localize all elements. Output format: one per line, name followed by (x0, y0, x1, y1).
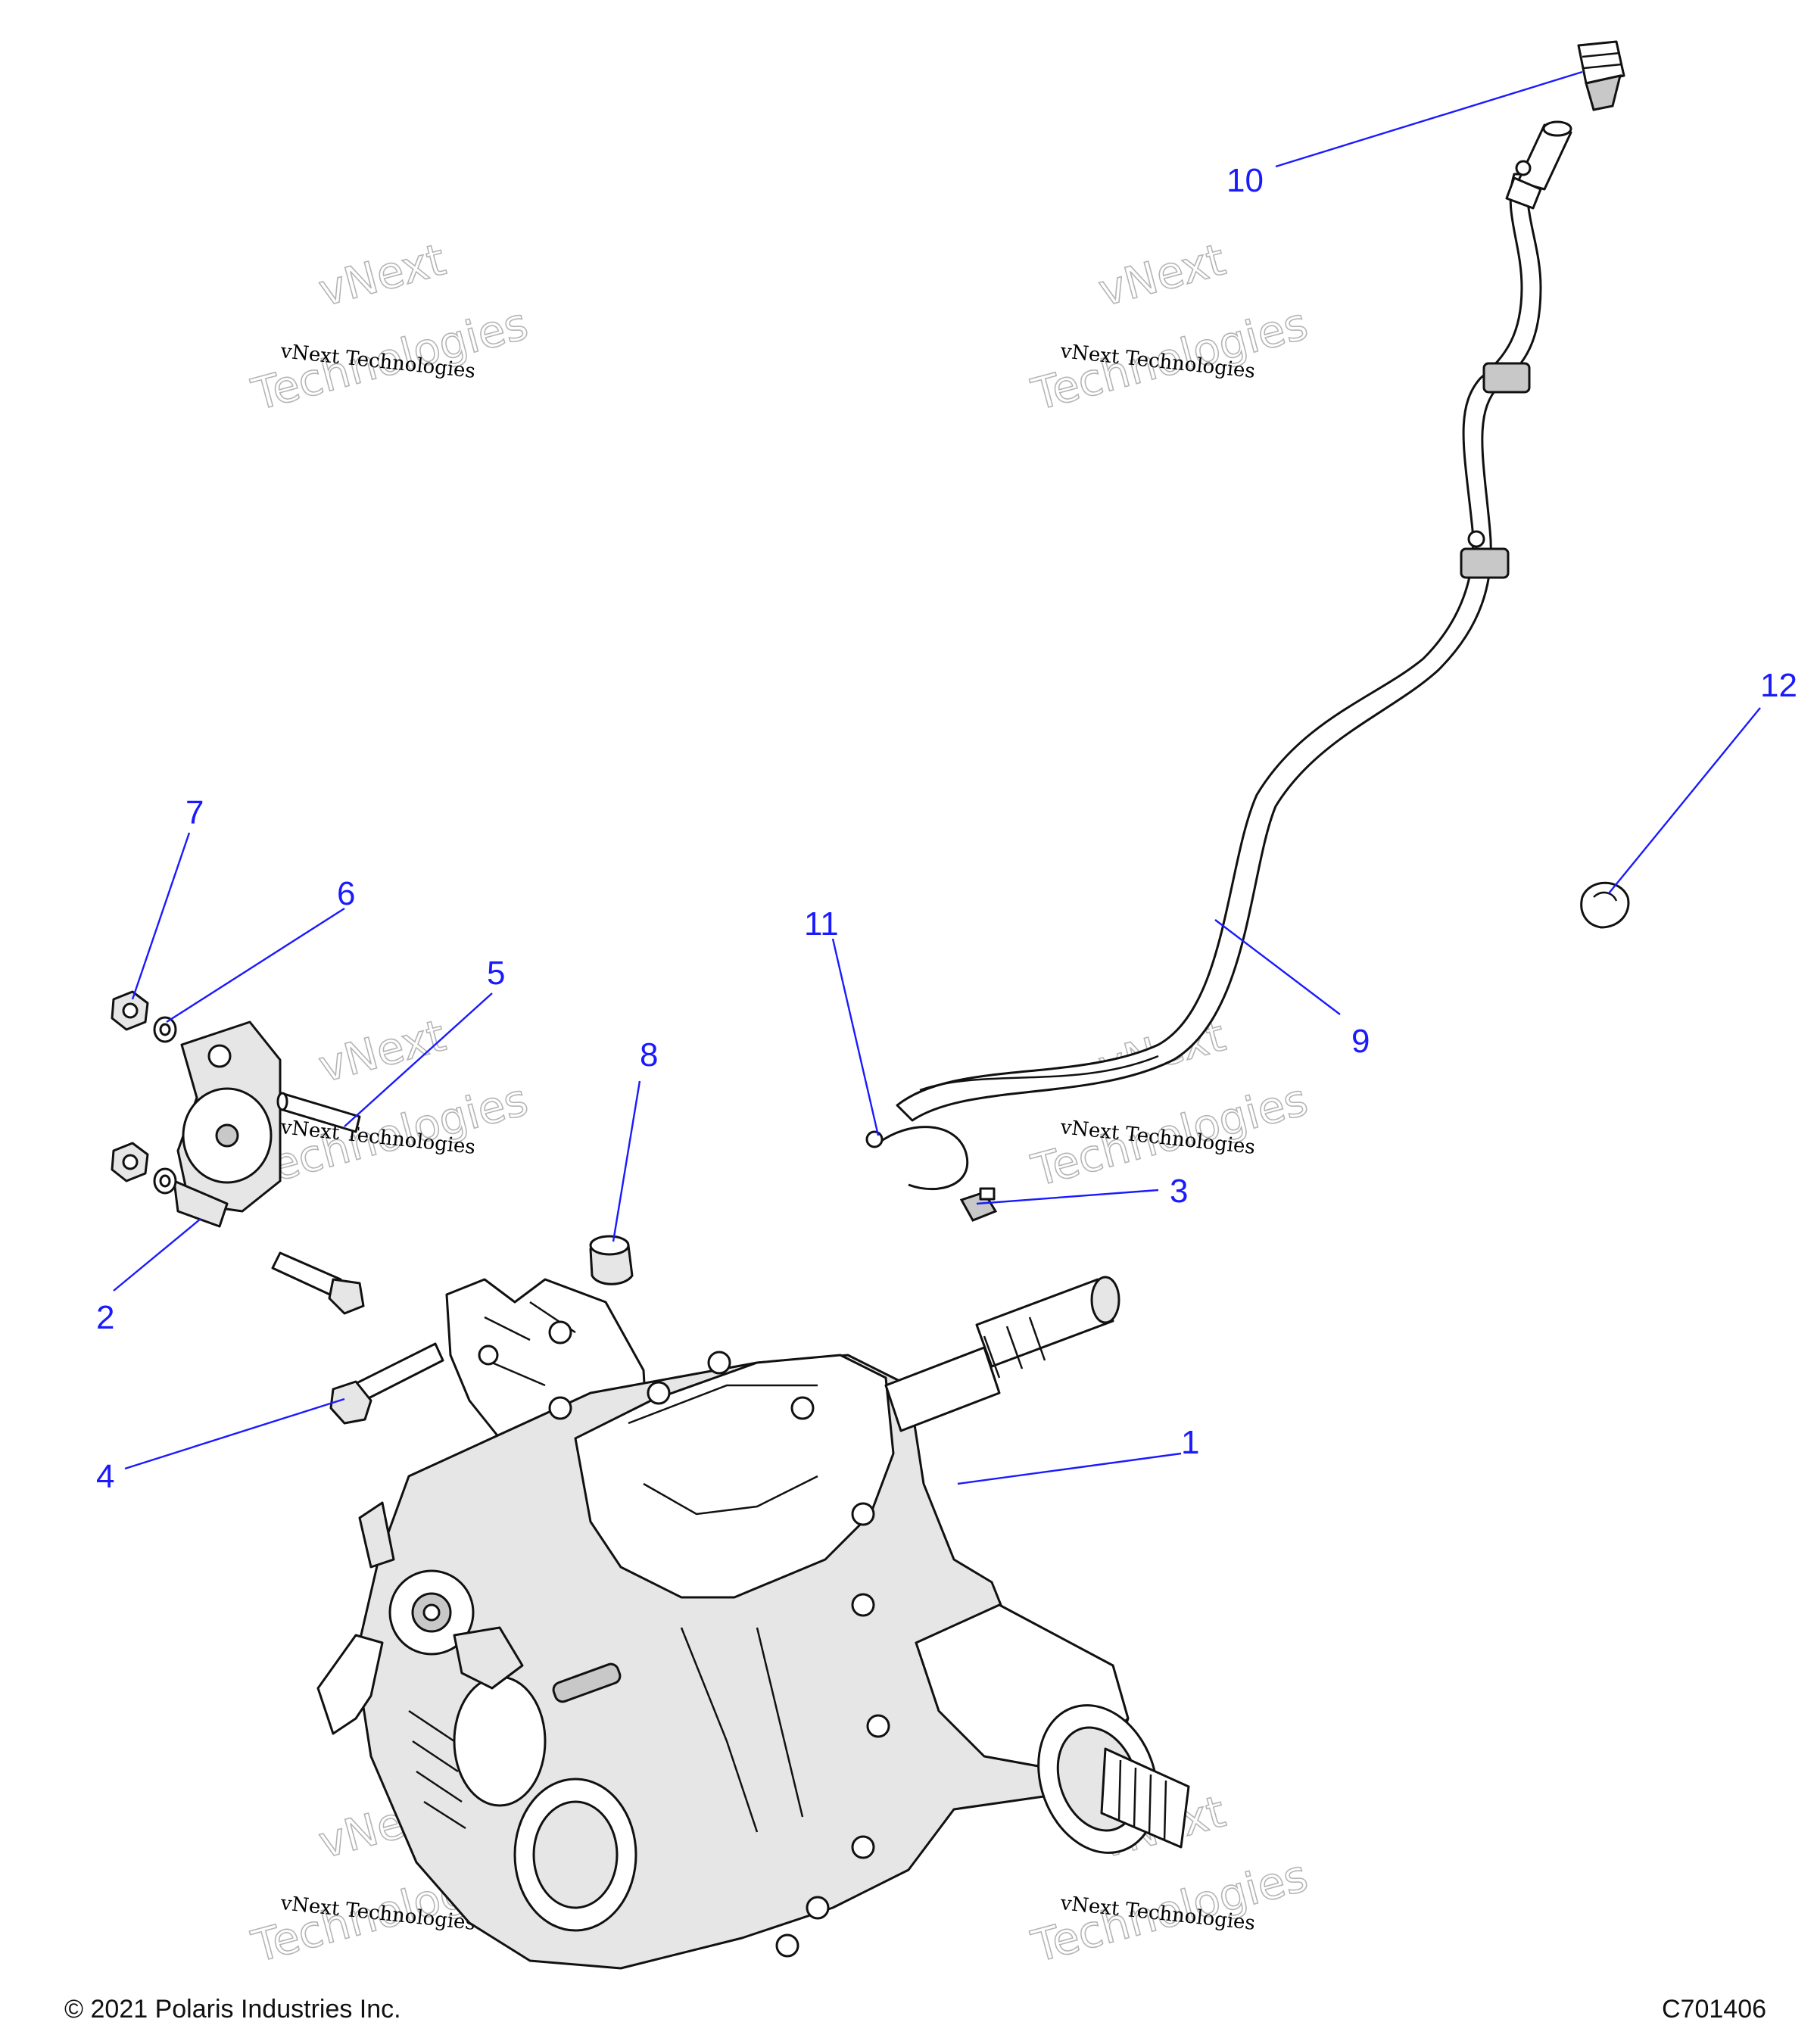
washer-lower (153, 1167, 177, 1195)
callout-6: 6 (337, 875, 355, 912)
leader-line-11 (831, 938, 880, 1136)
copyright-text: © 2021 Polaris Industries Inc. (64, 1995, 401, 2024)
nut-7 (111, 990, 149, 1031)
leader-line-7 (131, 832, 191, 1000)
grommet-8 (589, 1235, 634, 1285)
leader-line-1 (957, 1452, 1182, 1485)
shift-lever (316, 1501, 524, 1735)
stud-5 (276, 1092, 361, 1133)
bolt-4 (329, 1342, 444, 1425)
leader-line-10 (1275, 70, 1583, 168)
watermark-logo-text: vNext (313, 1009, 450, 1092)
callout-8: 8 (640, 1036, 658, 1073)
nut-lower (111, 1142, 149, 1182)
transmission (316, 1276, 1190, 1970)
leader-line-2 (113, 1218, 201, 1292)
leader-line-4 (124, 1397, 345, 1470)
callout-2: 2 (96, 1299, 114, 1336)
leader-line-6 (166, 907, 345, 1024)
callout-numbers: 1 2 3 4 5 6 7 8 9 10 11 12 (96, 162, 1797, 1495)
hose-clip-12 (1580, 881, 1630, 929)
washer-6 (153, 1016, 177, 1043)
vent-hose (896, 173, 1542, 1122)
diagram-id: C701406 (1662, 1995, 1766, 2024)
callout-3: 3 (1170, 1173, 1188, 1210)
hose-clip (865, 1126, 968, 1191)
watermark: vNext Technologies (1026, 1009, 1314, 1198)
leader-line-8 (612, 1080, 641, 1242)
leader-line-3 (976, 1189, 1159, 1205)
watermark-logo-text: vNext (313, 233, 450, 316)
callout-11: 11 (804, 905, 839, 943)
small-fitting (959, 1187, 998, 1222)
breather-cap (1577, 40, 1625, 111)
callout-12: 12 (1760, 667, 1797, 704)
callout-9: 9 (1351, 1023, 1370, 1060)
callout-5: 5 (487, 955, 505, 992)
vent-fitting (1505, 120, 1572, 210)
watermark-logo-text: vNext (1093, 233, 1230, 316)
hose-clamp (1460, 362, 1531, 579)
callout-10: 10 (1226, 162, 1264, 199)
callout-7: 7 (185, 794, 204, 831)
callout-1: 1 (1181, 1424, 1199, 1461)
watermark: vNext Technologies (1026, 233, 1314, 422)
callout-4: 4 (96, 1458, 114, 1495)
leader-line-9 (1214, 919, 1341, 1015)
leader-line-5 (344, 992, 493, 1127)
watermark: vNext Technologies (246, 233, 534, 422)
bolt-lower (271, 1251, 365, 1315)
leader-lines (113, 70, 1761, 1485)
leader-line-12 (1608, 707, 1761, 894)
sensor-bracket (173, 1020, 282, 1228)
